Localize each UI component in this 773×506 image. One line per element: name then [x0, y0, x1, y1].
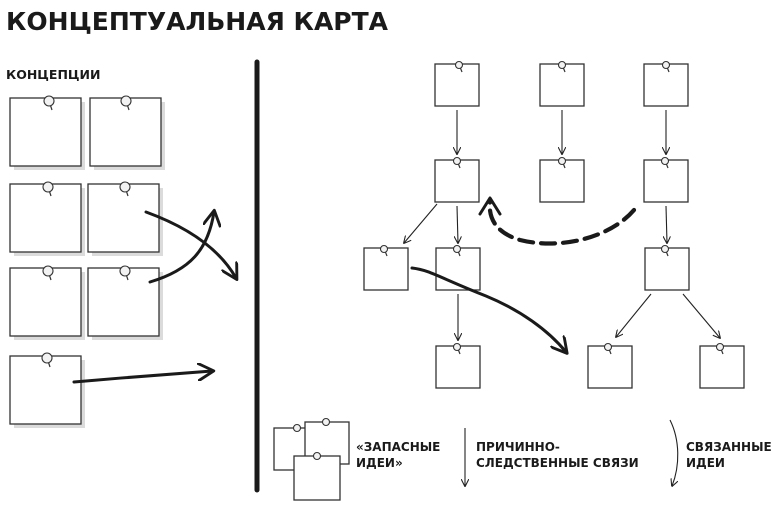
- pushpin-icon: [42, 181, 54, 193]
- causal-link-arrow: [666, 205, 667, 243]
- spare-idea-link-arrow: [410, 266, 566, 352]
- legend-spare-ideas-line1: «ЗАПАСНЫЕ: [356, 440, 440, 454]
- map-nodes-group: [363, 60, 745, 389]
- pushpin-icon: [452, 156, 462, 166]
- concept-notes-group: [9, 95, 165, 428]
- pushpin-icon: [43, 95, 55, 107]
- pushpin-icon: [452, 342, 462, 352]
- map-node: [643, 156, 689, 203]
- legend-related-arrow: [669, 419, 679, 486]
- map-node: [644, 244, 690, 291]
- causal-link-arrow: [457, 205, 458, 243]
- causal-links-group: [404, 110, 720, 340]
- pushpin-icon: [41, 352, 53, 364]
- concept-transfer-arrow: [148, 212, 214, 284]
- related-ideas-dashed-arrow: [487, 199, 637, 246]
- pushpin-icon: [661, 60, 671, 70]
- concept-note: [9, 265, 85, 340]
- page-title: КОНЦЕПТУАЛЬНАЯ КАРТА: [6, 7, 389, 36]
- map-node: [539, 156, 585, 203]
- concept-note: [89, 95, 165, 170]
- map-node: [587, 342, 633, 389]
- pushpin-icon: [603, 342, 613, 352]
- concept-note: [87, 181, 163, 256]
- pushpin-icon: [120, 95, 132, 107]
- causal-link-arrow: [616, 293, 652, 337]
- legend-spare-ideas-stack: [273, 417, 350, 501]
- pushpin-icon: [660, 156, 670, 166]
- pushpin-icon: [660, 244, 670, 254]
- map-node: [363, 244, 409, 291]
- legend-causal-line1: ПРИЧИННО-: [476, 440, 560, 454]
- map-node: [643, 60, 689, 107]
- legend-related-line2: ИДЕИ: [686, 456, 725, 470]
- concept-transfer-arrow: [144, 210, 236, 278]
- pushpin-icon: [292, 423, 302, 433]
- causal-link-arrow: [682, 293, 720, 338]
- pushpin-icon: [321, 417, 331, 427]
- pushpin-icon: [379, 244, 389, 254]
- map-node: [435, 342, 481, 389]
- pushpin-icon: [119, 181, 131, 193]
- map-node: [699, 342, 745, 389]
- pushpin-icon: [312, 451, 322, 461]
- legend-causal-line2: СЛЕДСТВЕННЫЕ СВЯЗИ: [476, 456, 639, 470]
- concept-transfer-arrow: [72, 371, 212, 384]
- concept-note: [9, 95, 85, 170]
- pushpin-icon: [557, 60, 567, 70]
- pushpin-icon: [119, 265, 131, 277]
- causal-link-arrow: [404, 203, 438, 243]
- map-node: [434, 156, 480, 203]
- legend-related-line1: СВЯЗАННЫЕ: [686, 440, 772, 454]
- concept-note: [87, 265, 163, 340]
- concepts-label: КОНЦЕПЦИИ: [6, 67, 100, 82]
- legend-spare-ideas-line2: ИДЕИ»: [356, 456, 403, 470]
- pushpin-icon: [557, 156, 567, 166]
- concept-note: [9, 352, 85, 428]
- pushpin-icon: [42, 265, 54, 277]
- pushpin-icon: [454, 60, 464, 70]
- dashed-arrowhead: [478, 196, 502, 216]
- pushpin-icon: [452, 244, 462, 254]
- map-node: [434, 60, 480, 107]
- concept-note: [9, 181, 85, 256]
- pushpin-icon: [715, 342, 725, 352]
- map-node: [539, 60, 585, 107]
